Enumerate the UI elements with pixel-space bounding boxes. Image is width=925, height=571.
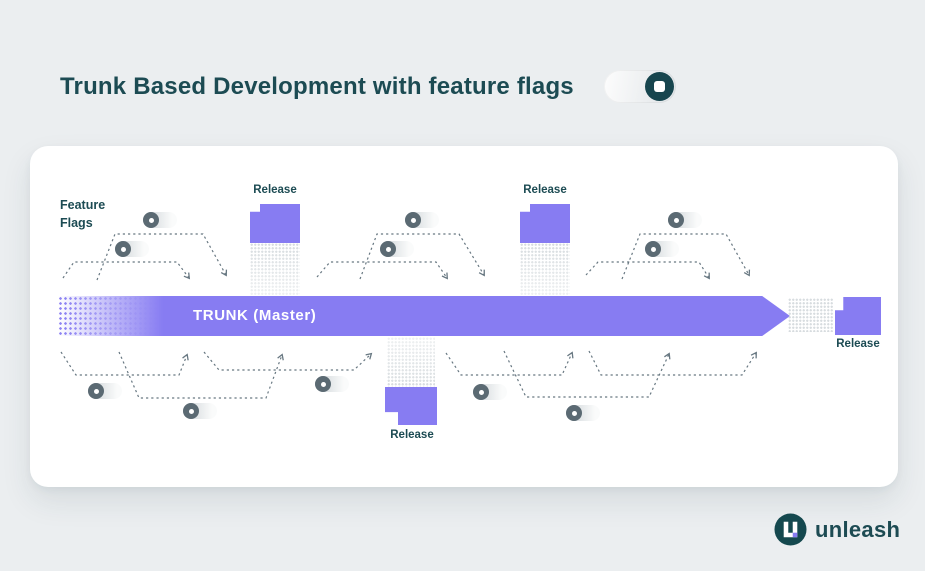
toggle-off-icon (380, 241, 396, 257)
feature-flag-toggle[interactable] (115, 241, 149, 257)
feature-flag-toggle[interactable] (315, 376, 349, 392)
release-fade (788, 298, 834, 332)
feature-flag-toggle[interactable] (566, 405, 600, 421)
feature-flag-toggle[interactable] (88, 383, 122, 399)
trunk-fade-in (58, 296, 163, 336)
feature-flags-label: Feature Flags (60, 198, 106, 230)
toggle-off-icon (88, 383, 104, 399)
toggle-off-icon (668, 212, 684, 228)
trunk-bar: TRUNK (Master) (58, 296, 790, 336)
feature-flag-toggle[interactable] (143, 212, 177, 228)
unleash-logo: unleash (774, 513, 900, 546)
toggle-knob-icon (644, 72, 674, 101)
feature-flag-toggle[interactable] (645, 241, 679, 257)
trunk-label: TRUNK (Master) (193, 307, 317, 324)
unleash-logo-icon (774, 513, 807, 546)
page-title: Trunk Based Development with feature fla… (60, 72, 574, 100)
release-fade (387, 337, 435, 387)
branch-path (588, 350, 757, 376)
branch-path (316, 261, 448, 280)
toggle-off-icon (143, 212, 159, 228)
branch-path (621, 233, 751, 280)
unleash-wordmark: unleash (815, 516, 901, 542)
feature-flag-toggle[interactable] (380, 241, 414, 257)
branch-path (503, 350, 671, 398)
toggle-off-icon (566, 405, 582, 421)
toggle-off-icon (183, 403, 199, 419)
branch-path (96, 233, 228, 281)
branch-path (585, 261, 710, 280)
release-fade (520, 243, 570, 296)
branch-path (62, 261, 191, 280)
branch-path (445, 351, 574, 376)
release-label: Release (253, 184, 297, 196)
feature-flag-toggle[interactable] (668, 212, 702, 228)
release-label: Release (390, 429, 434, 441)
feature-flags-master-toggle[interactable] (603, 70, 676, 103)
toggle-off-icon (115, 241, 131, 257)
branch-lines (60, 233, 757, 399)
branch-path (203, 351, 373, 371)
feature-flag-toggle[interactable] (183, 403, 217, 419)
release-label: Release (523, 184, 567, 196)
release-label: Release (836, 338, 880, 350)
header: Trunk Based Development with feature fla… (60, 70, 676, 103)
toggle-off-icon (473, 384, 489, 400)
feature-flag-toggle[interactable] (473, 384, 507, 400)
toggle-off-icon (405, 212, 421, 228)
toggle-off-icon (645, 241, 661, 257)
release-fade (250, 243, 300, 296)
toggle-off-icon (315, 376, 331, 392)
diagram-card: Feature Flags Release Release Release TR… (30, 146, 898, 487)
branch-path (359, 233, 485, 280)
branch-path (60, 351, 189, 376)
trunk-arrow-shape (58, 296, 790, 336)
feature-flag-toggle[interactable] (405, 212, 439, 228)
